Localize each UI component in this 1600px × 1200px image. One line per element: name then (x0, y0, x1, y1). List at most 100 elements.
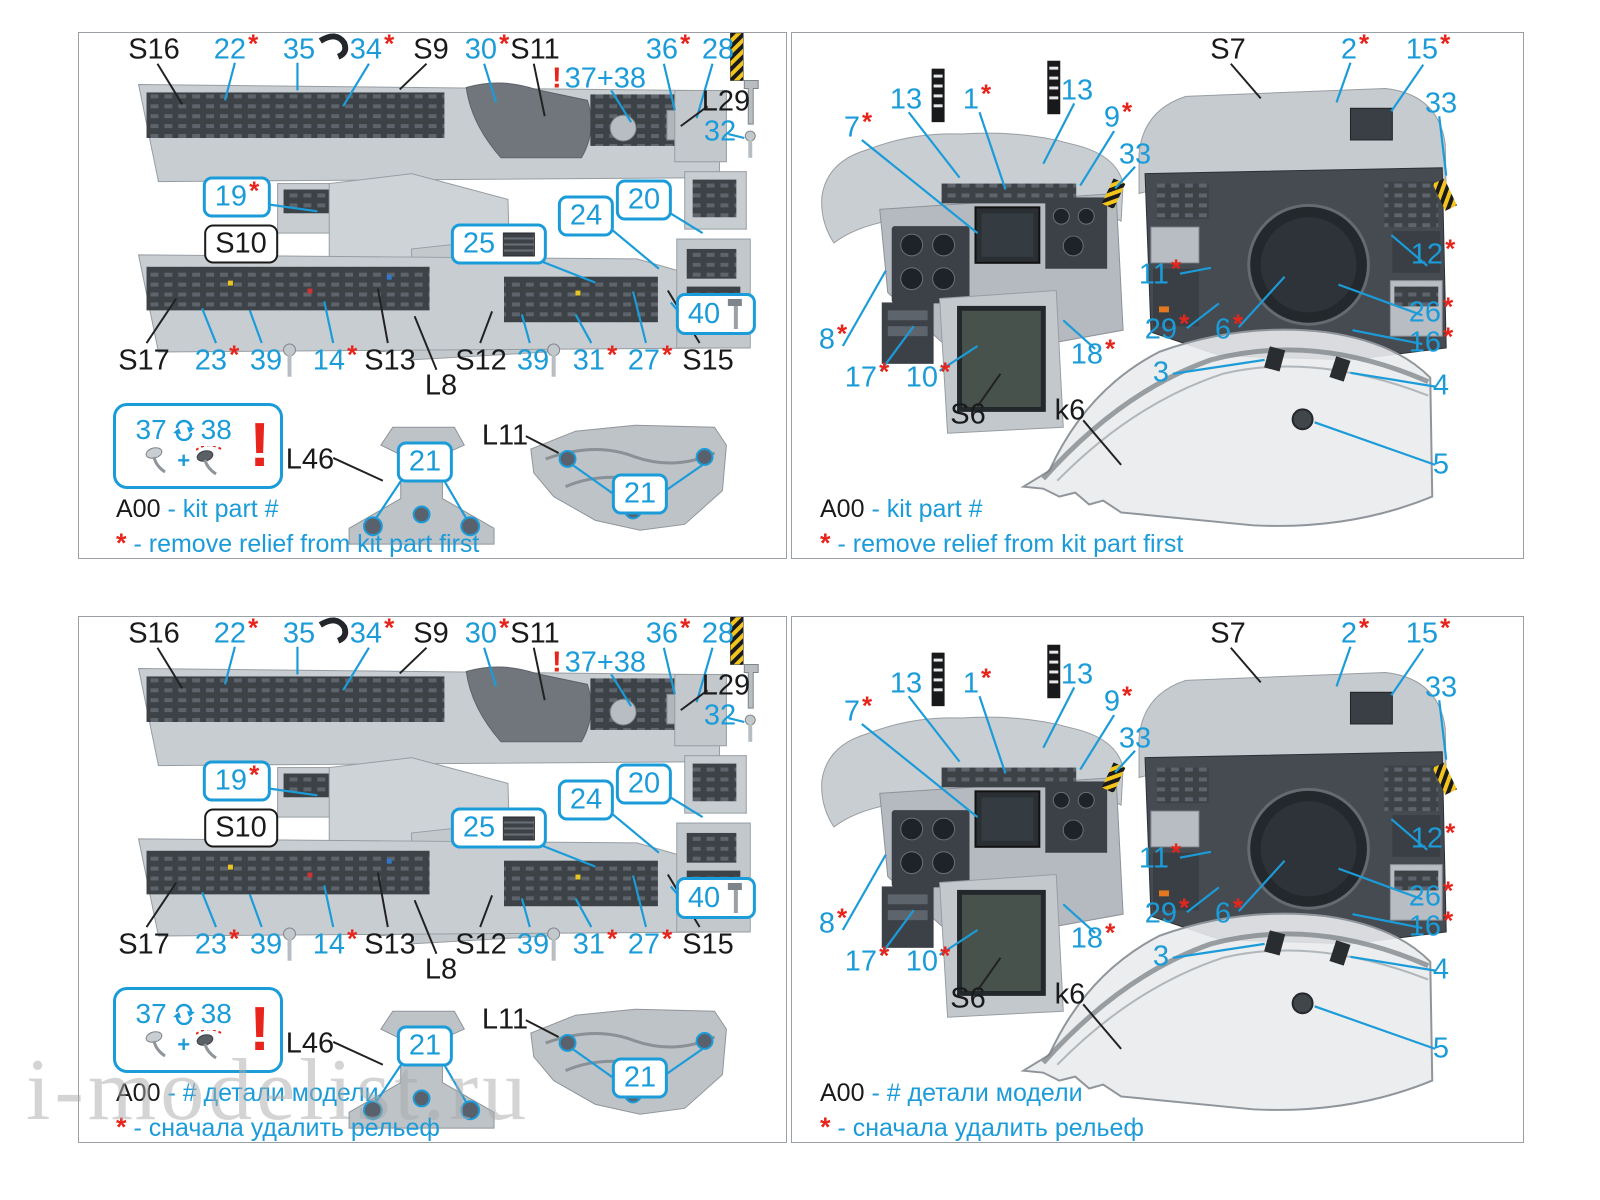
callout-7: 7* (843, 690, 873, 728)
swap-arrows-icon (173, 1003, 195, 1025)
callout-s15: S15 (682, 928, 734, 961)
callout-3: 3 (1152, 356, 1170, 389)
legend-star: * (820, 527, 831, 558)
legend-star: * (116, 1111, 127, 1142)
callout-5: 5 (1432, 1032, 1450, 1065)
legend-part-code: A00 (116, 495, 161, 523)
callout-4: 4 (1432, 953, 1450, 986)
callout-40: 40 (675, 293, 757, 335)
callout-33: 33 (1118, 722, 1152, 755)
callout-3: 3 (1152, 940, 1170, 973)
legend-russian: A00 - # детали модели * - сначала удалит… (116, 1077, 440, 1145)
callout-s17: S17 (118, 344, 170, 377)
callout-s10: S10 (204, 808, 278, 848)
callout-27: 27* (627, 923, 673, 961)
watermark: i-modelist.ru (26, 1042, 531, 1139)
callout-39: 39 (249, 928, 283, 961)
callout-8: 8* (818, 318, 848, 356)
legend-part-code: A00 (116, 1079, 161, 1107)
callout-22: 22* (213, 28, 259, 66)
callout-32: 32 (703, 115, 737, 148)
exclamation-mark: ! (249, 410, 270, 480)
keypad-part-icon (503, 232, 536, 256)
callout-17: 17* (844, 356, 890, 394)
callout-26: 26* (1408, 875, 1454, 913)
callout-39: 39 (249, 344, 283, 377)
callout-l46: L46 (285, 1027, 335, 1060)
callout-9: 9* (1103, 680, 1133, 718)
callout-36: 36* (645, 28, 691, 66)
callout-4: 4 (1432, 369, 1450, 402)
legend-star: * (820, 1111, 831, 1142)
callout-13: 13 (889, 83, 923, 116)
callout-39: 39 (516, 928, 550, 961)
callout-l29: L29 (701, 85, 751, 118)
callout-29: 29* (1144, 892, 1190, 930)
legend-part-desc: - # детали модели (871, 1079, 1083, 1107)
callout-31: 31* (572, 339, 618, 377)
callout-33: 33 (1424, 671, 1458, 704)
mirror-part-dark-icon (196, 446, 222, 476)
callout-14: 14* (312, 923, 358, 961)
legend-star-desc: - сначала удалить рельеф (133, 1113, 440, 1142)
callout-31: 31* (572, 923, 618, 961)
swap-number-38: 38 (200, 998, 232, 1029)
callout-32: 32 (703, 699, 737, 732)
legend-part-code: A00 (820, 1079, 865, 1107)
swap-content: 37 38 + (126, 1000, 241, 1060)
keypad-part-icon (503, 816, 536, 840)
callout-20: 20 (615, 179, 673, 221)
callout-25: 25 (450, 807, 548, 849)
callout-18: 18* (1070, 333, 1116, 371)
callout-20: 20 (615, 763, 673, 805)
callout-1: 1* (962, 78, 992, 116)
callout-s17: S17 (118, 928, 170, 961)
swap-number-37: 37 (135, 998, 167, 1029)
callout-l11: L11 (481, 419, 529, 452)
callout-22: 22* (213, 612, 259, 650)
callout-26: 26* (1408, 291, 1454, 329)
legend-star: * (116, 527, 127, 558)
legend-star-desc: - remove relief from kit part first (133, 529, 480, 558)
swap-37-38-box: 37 38 + ! (113, 403, 283, 489)
callout-l8: L8 (424, 369, 458, 402)
plus-sign: + (177, 448, 191, 473)
callout-15: 15* (1405, 28, 1451, 66)
callout-17: 17* (844, 940, 890, 978)
legend-star-desc: - сначала удалить рельеф (837, 1113, 1144, 1142)
legend-part-code: A00 (820, 495, 865, 523)
callout-s13: S13 (364, 344, 416, 377)
callout-s16: S16 (128, 617, 180, 650)
callout-l11: L11 (481, 1003, 529, 1036)
callout-s11: S11 (510, 33, 560, 66)
callout-13: 13 (1060, 658, 1094, 691)
swap-number-37: 37 (135, 414, 167, 445)
callout-30: 30* (464, 612, 510, 650)
legend-russian: A00 - # детали модели * - сначала удалит… (820, 1077, 1144, 1145)
callout-37-38: !37+38 (551, 646, 647, 679)
callout-13: 13 (889, 667, 923, 700)
callout-l29: L29 (701, 669, 751, 702)
callout-25: 25 (450, 223, 548, 265)
callout-9: 9* (1103, 96, 1133, 134)
callout-l8: L8 (424, 953, 458, 986)
callout-2: 2* (1340, 612, 1370, 650)
callout-23: 23* (194, 923, 240, 961)
callout-14: 14* (312, 339, 358, 377)
plus-sign: + (177, 1032, 191, 1057)
callout-7: 7* (843, 106, 873, 144)
callout-34: 34* (349, 28, 395, 66)
callout-s15: S15 (682, 344, 734, 377)
callout-19: 19* (202, 176, 272, 218)
callout-24: 24 (557, 195, 615, 237)
callout-27: 27* (627, 339, 673, 377)
swap-37-38-box: 37 38 + ! (113, 987, 283, 1073)
callout-21: 21 (396, 1025, 454, 1067)
callout-11: 11* (1138, 837, 1182, 875)
callout-s6: S6 (950, 982, 986, 1015)
callout-19: 19* (202, 760, 272, 802)
